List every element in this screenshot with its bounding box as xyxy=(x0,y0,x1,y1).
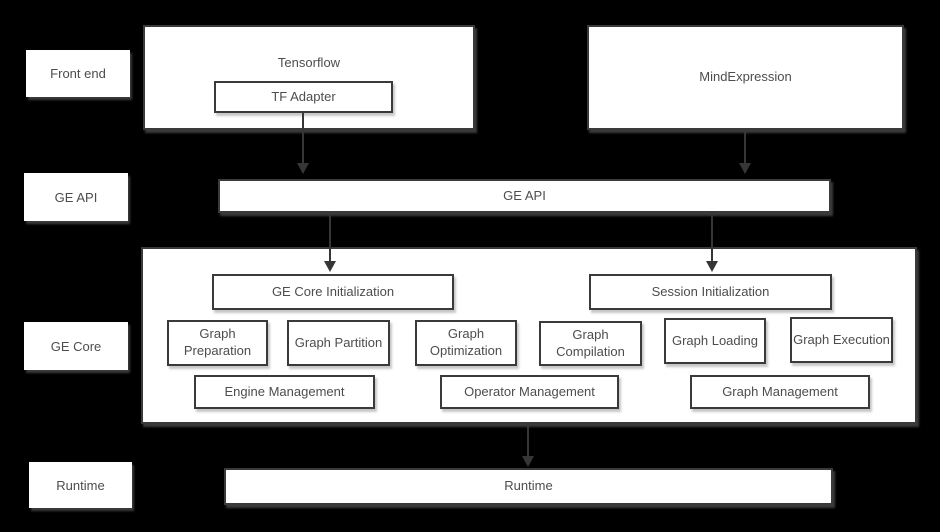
session-initialization-label: Session Initialization xyxy=(651,283,770,299)
graph-execution-node: Graph Execution xyxy=(790,317,893,363)
graph-execution-label: Graph Execution xyxy=(793,331,890,347)
tensorflow-node: Tensorflow xyxy=(143,25,475,130)
operator-management-node: Operator Management xyxy=(440,375,619,409)
arrow-shaft xyxy=(527,425,529,456)
mindexpression-node: MindExpression xyxy=(587,25,904,130)
layer-label-ge-core-text: GE Core xyxy=(50,338,102,354)
tf-adapter-node-label: TF Adapter xyxy=(271,88,336,104)
session-initialization-node: Session Initialization xyxy=(589,274,832,310)
graph-loading-node: Graph Loading xyxy=(664,318,766,364)
graph-loading-label: Graph Loading xyxy=(671,332,758,348)
mindexpression-node-label: MindExpression xyxy=(699,69,792,85)
graph-optimization-node: Graph Optimization xyxy=(415,320,517,366)
graph-preparation-label: Graph Preparation xyxy=(183,326,252,358)
graph-partition-node: Graph Partition xyxy=(287,320,390,366)
layer-label-runtime-text: Runtime xyxy=(56,477,105,493)
arrow-head-icon xyxy=(706,261,718,272)
layer-label-ge-core: GE Core xyxy=(24,322,128,370)
graph-partition-label: Graph Partition xyxy=(294,334,383,350)
graph-compilation-node: Graph Compilation xyxy=(539,321,642,366)
graph-management-label: Graph Management xyxy=(722,383,838,399)
arrow-head-icon xyxy=(297,163,309,174)
ge-api-node-label: GE API xyxy=(503,187,546,203)
graph-optimization-label: Graph Optimization xyxy=(429,326,503,358)
layer-label-ge-api-text: GE API xyxy=(54,189,98,205)
arrow-shaft xyxy=(329,213,331,261)
layer-label-runtime: Runtime xyxy=(29,462,132,508)
tensorflow-node-label: Tensorflow xyxy=(277,55,341,70)
arrow-head-icon xyxy=(324,261,336,272)
arrow-head-icon xyxy=(739,163,751,174)
tf-adapter-node: TF Adapter xyxy=(214,81,393,113)
runtime-node: Runtime xyxy=(224,468,833,505)
engine-management-label: Engine Management xyxy=(224,383,345,399)
arrow-shaft xyxy=(711,213,713,261)
ge-core-initialization-node: GE Core Initialization xyxy=(212,274,454,310)
graph-management-node: Graph Management xyxy=(690,375,870,409)
graph-preparation-node: Graph Preparation xyxy=(167,320,268,366)
arrow-head-icon xyxy=(522,456,534,467)
arrow-shaft xyxy=(744,130,746,163)
layer-label-ge-api: GE API xyxy=(24,173,128,221)
layer-label-front-end-text: Front end xyxy=(50,66,106,81)
layer-label-front-end: Front end xyxy=(26,50,130,97)
operator-management-label: Operator Management xyxy=(464,383,595,399)
arrow-shaft xyxy=(302,113,304,163)
graph-compilation-label: Graph Compilation xyxy=(556,326,625,359)
ge-core-initialization-label: GE Core Initialization xyxy=(271,283,395,299)
engine-management-node: Engine Management xyxy=(194,375,375,409)
runtime-node-label: Runtime xyxy=(504,478,553,494)
ge-api-node: GE API xyxy=(218,179,831,213)
